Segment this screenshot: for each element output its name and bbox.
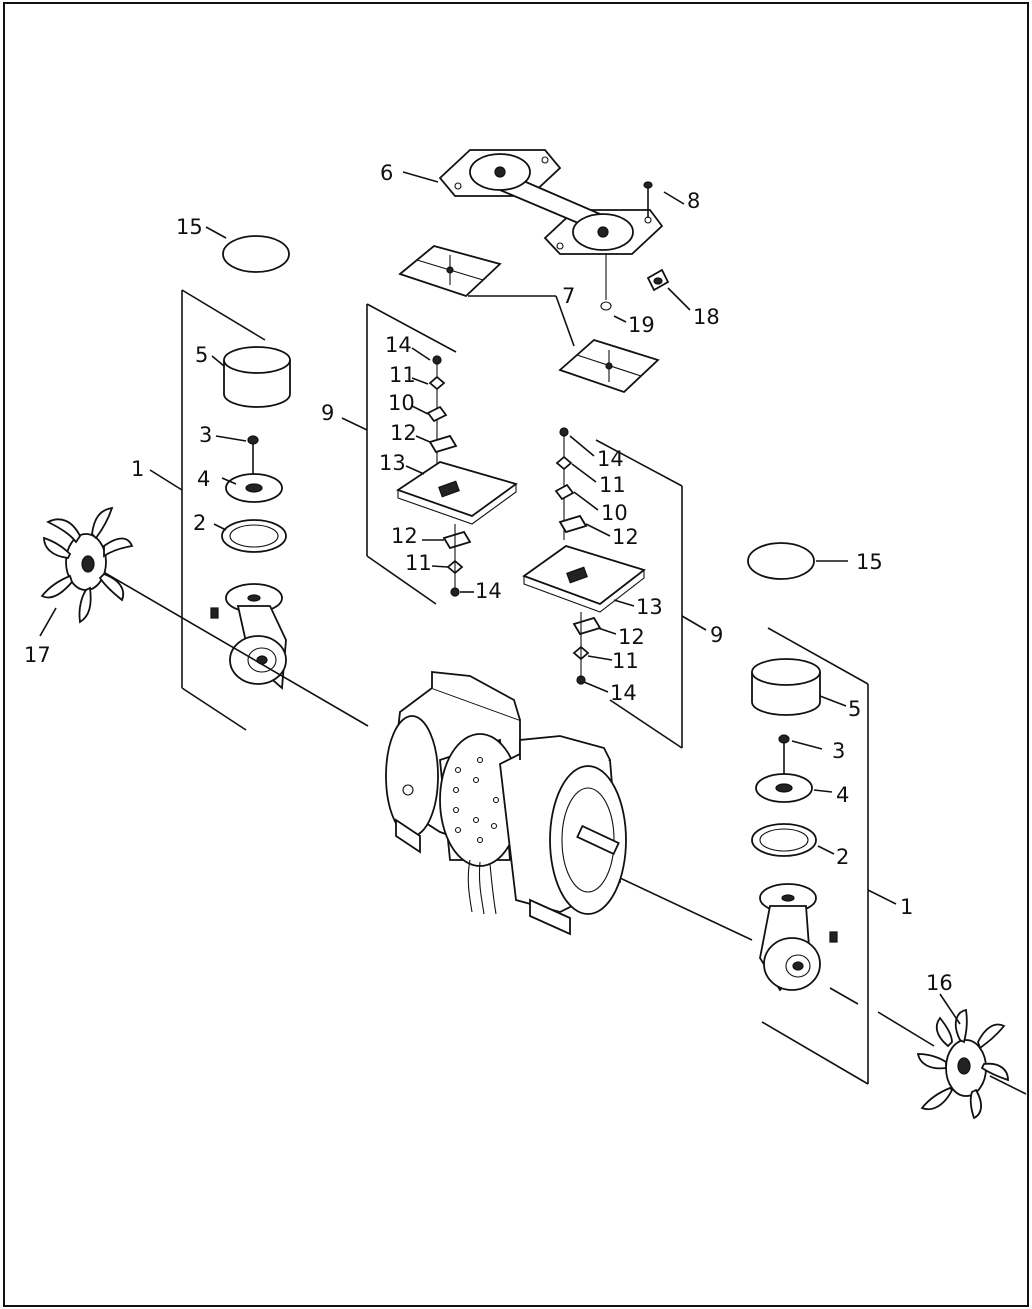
fan-16 bbox=[916, 1008, 1027, 1120]
sleeve-5-left bbox=[223, 346, 291, 408]
callout-13-left: 13 bbox=[379, 451, 406, 475]
callout-12-left-bot: 12 bbox=[391, 524, 418, 548]
o-ring-19 bbox=[600, 301, 612, 311]
leader-lines bbox=[149, 171, 961, 1025]
callout-3-left: 3 bbox=[199, 423, 212, 447]
sleeve-5-right bbox=[751, 658, 821, 716]
callout-11-left-top: 11 bbox=[389, 363, 416, 387]
callout-4-right: 4 bbox=[836, 783, 849, 807]
fitting-18 bbox=[646, 268, 670, 292]
callout-5-left: 5 bbox=[195, 343, 208, 367]
callout-6: 6 bbox=[380, 161, 393, 185]
fan-17 bbox=[39, 506, 134, 637]
head-gasket-top bbox=[398, 245, 502, 298]
callout-10-right: 10 bbox=[601, 501, 628, 525]
callout-14-left-top: 14 bbox=[385, 333, 412, 357]
callout-9-right: 9 bbox=[710, 623, 723, 647]
callout-9-left: 9 bbox=[321, 401, 334, 425]
head-assembly bbox=[438, 149, 664, 255]
stator-vents bbox=[452, 756, 500, 844]
callout-3-right: 3 bbox=[832, 739, 845, 763]
callout-4-left: 4 bbox=[197, 467, 210, 491]
callout-10-left: 10 bbox=[388, 391, 415, 415]
page-frame bbox=[3, 2, 1029, 1307]
callout-2-left: 2 bbox=[193, 511, 206, 535]
screw-8 bbox=[643, 181, 653, 218]
motor-body bbox=[99, 569, 935, 1047]
o-ring-15-left bbox=[222, 235, 290, 273]
callout-11-right-bot: 11 bbox=[612, 649, 639, 673]
head-gasket-bottom bbox=[558, 338, 660, 394]
callout-19: 19 bbox=[628, 313, 655, 337]
left-cylinder-group bbox=[181, 235, 291, 731]
callout-11-right-top: 11 bbox=[599, 473, 626, 497]
right-cylinder-group bbox=[747, 542, 869, 1085]
callout-15-left: 15 bbox=[176, 215, 203, 239]
callout-15-right: 15 bbox=[856, 550, 883, 574]
callout-7: 7 bbox=[562, 284, 575, 308]
connecting-rod-right bbox=[759, 883, 821, 992]
right-valve-plate-stack bbox=[522, 427, 683, 749]
callout-17: 17 bbox=[24, 643, 51, 667]
callout-12-left-top: 12 bbox=[390, 421, 417, 445]
callout-18: 18 bbox=[693, 305, 720, 329]
callout-14-right-top: 14 bbox=[597, 447, 624, 471]
callout-2-right: 2 bbox=[836, 845, 849, 869]
callout-14-right-bot: 14 bbox=[610, 681, 637, 705]
callout-16: 16 bbox=[926, 971, 953, 995]
callout-11-left-bot: 11 bbox=[405, 551, 432, 575]
callout-12-right-top: 12 bbox=[612, 525, 639, 549]
connecting-rod-left bbox=[225, 583, 287, 690]
callout-14-left-bot: 14 bbox=[475, 579, 502, 603]
callout-1-right: 1 bbox=[900, 895, 913, 919]
callout-12-right-bot: 12 bbox=[618, 625, 645, 649]
callout-1-left: 1 bbox=[131, 457, 144, 481]
callout-8: 8 bbox=[687, 189, 700, 213]
callout-labels: 15 5 3 1 4 2 17 6 8 7 18 19 14 11 10 9 1… bbox=[24, 161, 953, 995]
callout-5-right: 5 bbox=[848, 697, 861, 721]
o-ring-15-right bbox=[747, 542, 815, 580]
callout-13-right: 13 bbox=[636, 595, 663, 619]
